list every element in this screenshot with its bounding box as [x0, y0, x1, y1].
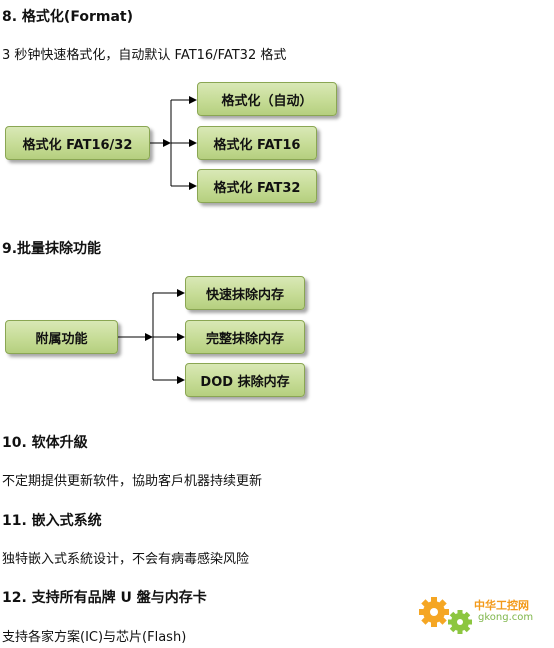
section-10-heading: 10. 软体升級: [2, 435, 88, 451]
section-10-description: 不定期提供更新软件，協助客戶机器持续更新: [2, 474, 263, 489]
erase-root-box: 附属功能: [5, 320, 118, 354]
section-8-heading: 8. 格式化(Format): [2, 9, 133, 25]
section-8-description: 3 秒钟快速格式化，自动默认 FAT16/FAT32 格式: [2, 48, 287, 63]
section-11-description: 独特嵌入式系統设计，不会有病毒感染风险: [2, 552, 250, 567]
format-fat32-box: 格式化 FAT32: [197, 169, 317, 203]
section-12-description: 支持各家方案(IC)与芯片(Flash): [2, 630, 187, 645]
dod-erase-box: DOD 抹除内存: [185, 363, 305, 397]
format-root-box: 格式化 FAT16/32: [5, 126, 150, 160]
section-9-heading: 9.批量抹除功能: [2, 241, 102, 257]
section-11-heading: 11. 嵌入式系统: [2, 513, 102, 529]
gear-icon: [419, 597, 472, 634]
format-fat16-box: 格式化 FAT16: [197, 126, 317, 160]
quick-erase-box: 快速抹除内存: [185, 276, 305, 310]
watermark-en: gkong.com: [478, 612, 534, 623]
full-erase-box: 完整抹除内存: [185, 320, 305, 354]
section-12-heading: 12. 支持所有品牌 U 盤与内存卡: [2, 590, 207, 606]
format-auto-box: 格式化（自动）: [197, 82, 337, 116]
watermark-cn: 中华工控网: [474, 599, 529, 612]
